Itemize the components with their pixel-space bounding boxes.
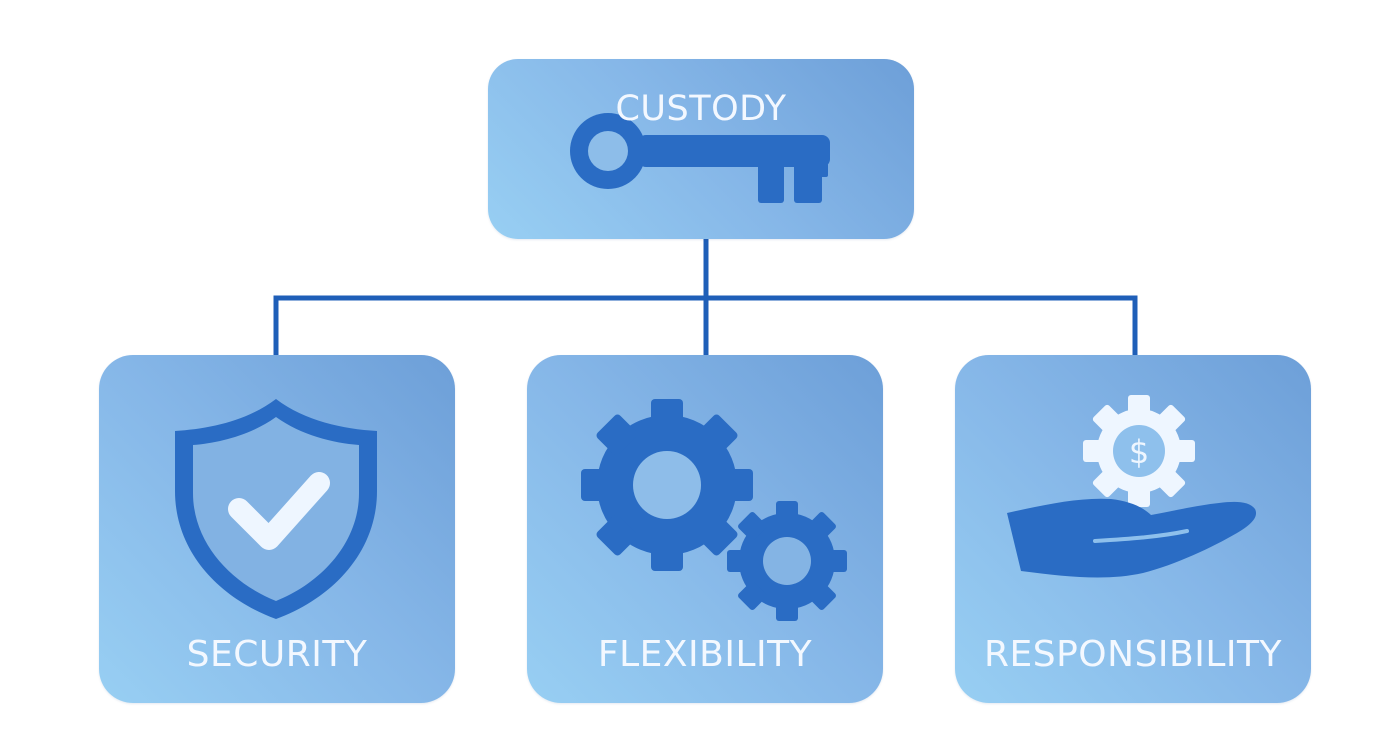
responsibility-label: RESPONSIBILITY xyxy=(983,634,1283,675)
security-node: SECURITY xyxy=(99,355,455,703)
gears-icon xyxy=(581,399,847,621)
flexibility-node: FLEXIBILITY xyxy=(527,355,883,703)
custody-node: CUSTODY xyxy=(488,59,914,239)
custody-label: CUSTODY xyxy=(615,89,787,129)
security-label: SECURITY xyxy=(186,634,368,675)
svg-text:$: $ xyxy=(1129,433,1149,471)
key-icon xyxy=(570,113,830,203)
shield-check-icon xyxy=(175,399,377,619)
responsibility-node: $ RESPONSIBILITY xyxy=(955,355,1311,703)
flexibility-label: FLEXIBILITY xyxy=(597,634,813,675)
hand-coin-icon: $ xyxy=(1007,395,1257,578)
